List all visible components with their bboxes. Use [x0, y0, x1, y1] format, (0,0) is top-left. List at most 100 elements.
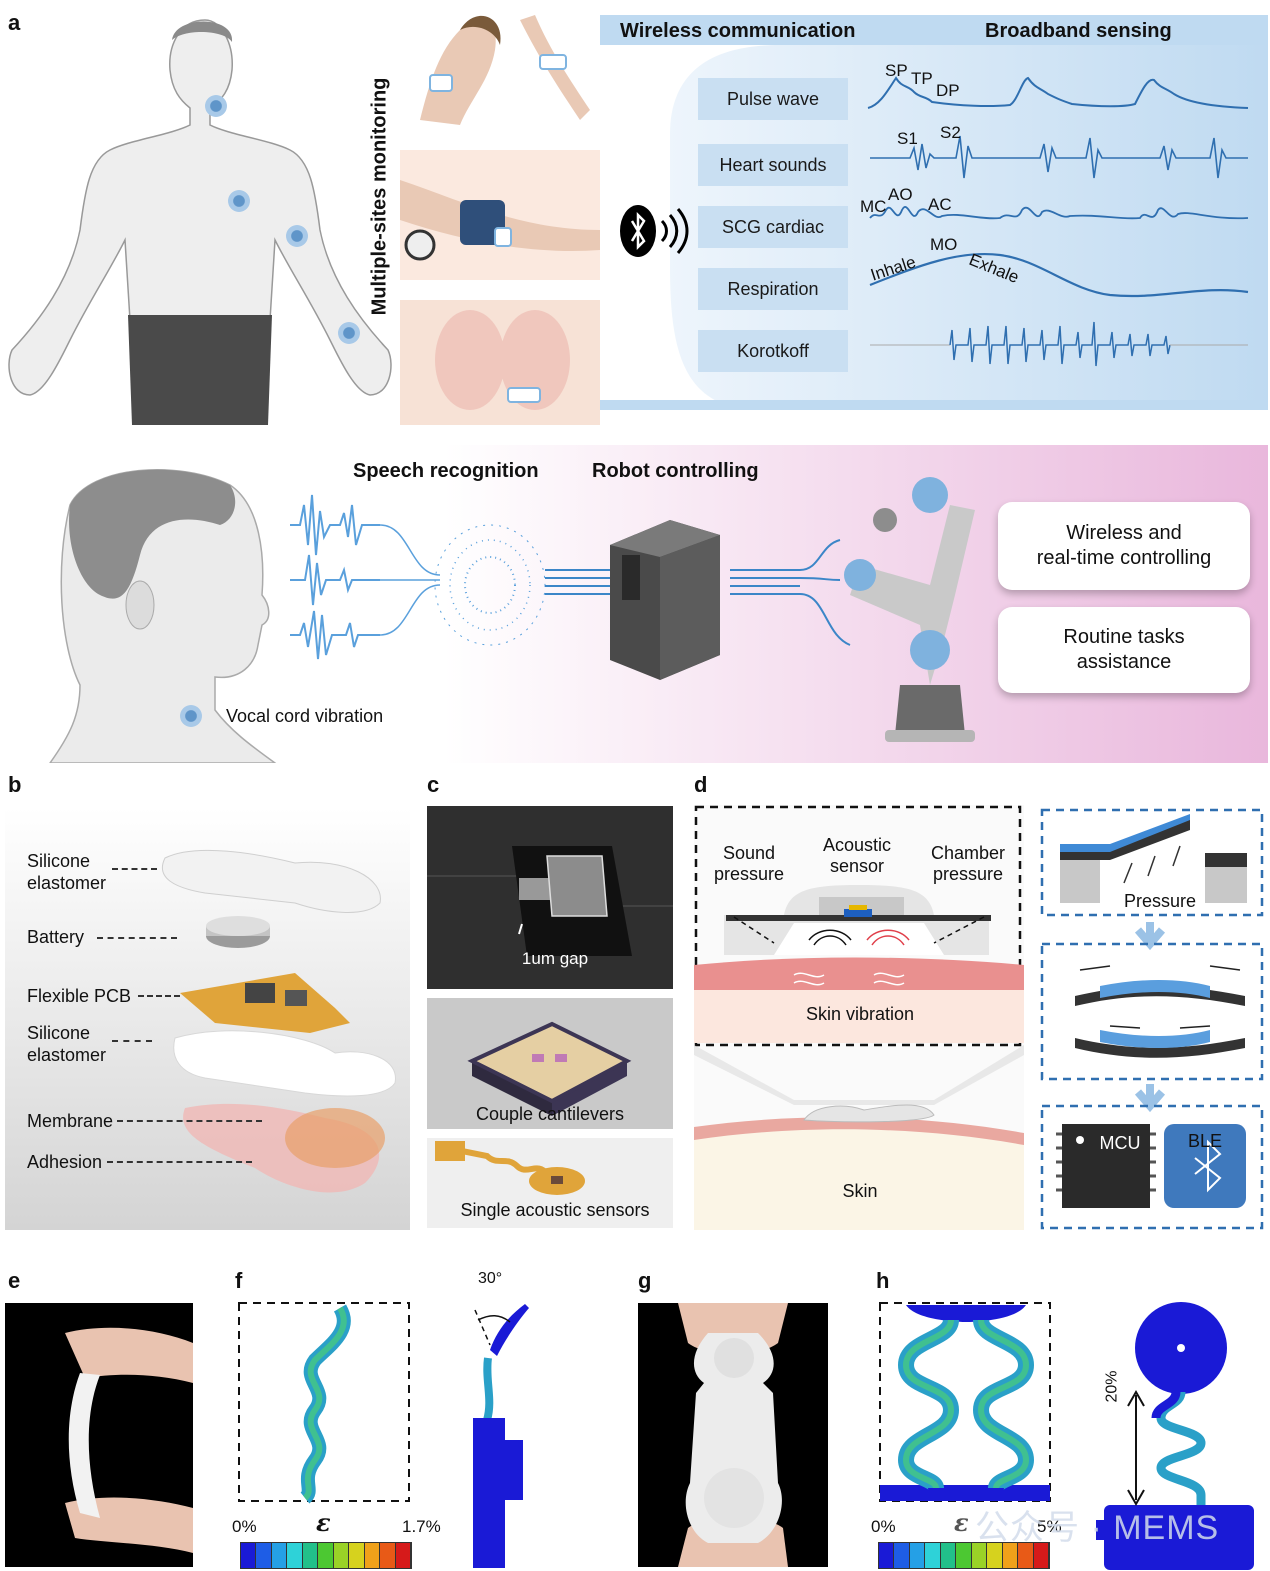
- exploded-view: [5, 808, 410, 1230]
- panel-label-g: g: [638, 1268, 652, 1293]
- f-colorbar-symbol: ε: [316, 1508, 331, 1537]
- photo-stretching-device: [638, 1303, 828, 1567]
- colorbar-segment: [333, 1543, 350, 1568]
- colorbar-segment: [256, 1543, 272, 1568]
- panel-label-b: b: [8, 772, 22, 797]
- colorbar-segment: [1033, 1543, 1049, 1568]
- card-routine-line1: Routine tasks: [1063, 626, 1185, 648]
- d-label-chamber-l1: Chamber: [930, 843, 1006, 863]
- f-colorbar-max: 1.7%: [402, 1517, 441, 1536]
- b-label-battery: Battery: [27, 927, 85, 947]
- b-label-silicone-bottom-l2: elastomer: [27, 1045, 107, 1065]
- h-simulation: [879, 1302, 1254, 1570]
- b-label-silicone-top-l2: elastomer: [27, 873, 107, 893]
- d-label-sound-l1: Sound: [722, 843, 776, 863]
- f-simulation: [238, 1302, 529, 1568]
- header-broadband: Broadband sensing: [985, 20, 1172, 42]
- signal-label-scg: SCG cardiac: [698, 206, 848, 248]
- annot-dp: DP: [936, 81, 960, 100]
- annot-ac: AC: [928, 195, 952, 214]
- b-label-silicone-bottom-l1: Silicone: [27, 1023, 91, 1043]
- signal-label-pulse: Pulse wave: [698, 78, 848, 120]
- d-label-mcu: MCU: [1099, 1133, 1141, 1153]
- header-speech: Speech recognition: [353, 460, 539, 482]
- f-colorbar: [240, 1542, 412, 1569]
- colorbar-segment: [1018, 1543, 1034, 1568]
- colorbar-segment: [395, 1543, 411, 1568]
- d-label-chamber-l2: pressure: [932, 864, 1004, 884]
- f-colorbar-min: 0%: [232, 1517, 257, 1536]
- colorbar-segment: [956, 1543, 972, 1568]
- colorbar-segment: [241, 1543, 257, 1568]
- sensor-site-chest-icon: [228, 190, 250, 212]
- annot-tp: TP: [911, 69, 933, 88]
- c-label-cantilevers: Couple cantilevers: [475, 1104, 625, 1124]
- speech-robot-background: [0, 445, 1268, 763]
- sensor-site-arm-icon: [286, 225, 308, 247]
- photo-bending-device: [5, 1303, 193, 1567]
- sensor-site-wrist-icon: [338, 322, 360, 344]
- multiple-sites-label: Multiple-sites monitoring: [368, 77, 391, 316]
- b-label-silicone-top-l1: Silicone: [27, 851, 91, 871]
- annot-mo: MO: [930, 235, 958, 254]
- d-cross-section: [694, 805, 1024, 1230]
- b-label-adhesion: Adhesion: [27, 1152, 103, 1172]
- d-mechanism: [1040, 808, 1264, 1230]
- human-body-figure: [8, 19, 392, 425]
- d-label-sound-l2: pressure: [713, 864, 785, 884]
- d-label-acoustic-l2: sensor: [829, 856, 885, 876]
- panel-label-f: f: [235, 1268, 243, 1293]
- b-leader-membrane: [117, 1120, 262, 1122]
- annot-s1: S1: [897, 129, 918, 148]
- panel-label-c: c: [427, 772, 440, 797]
- card-routine-line2: assistance: [1076, 651, 1172, 673]
- header-wireless: Wireless communication: [620, 20, 856, 42]
- d-label-pressure: Pressure: [1123, 891, 1197, 911]
- h-colorbar: [878, 1542, 1050, 1569]
- b-leader-silicone-bottom: [112, 1040, 152, 1042]
- b-label-membrane: Membrane: [27, 1111, 114, 1131]
- colorbar-segment: [879, 1543, 895, 1568]
- panel-label-d: d: [694, 772, 708, 797]
- b-leader-pcb: [138, 995, 180, 997]
- colorbar-segment: [987, 1543, 1003, 1568]
- watermark: 公众号 · MEMS: [975, 1509, 1220, 1547]
- header-robot: Robot controlling: [592, 460, 759, 482]
- colorbar-segment: [1002, 1543, 1019, 1568]
- colorbar-segment: [287, 1543, 303, 1568]
- site-illustrations: [400, 0, 600, 425]
- d-label-acoustic-l1: Acoustic: [822, 835, 892, 855]
- signal-label-korotkoff: Korotkoff: [698, 330, 848, 372]
- panel-label-e: e: [8, 1268, 21, 1293]
- h-colorbar-symbol: ε: [954, 1508, 969, 1537]
- d-label-skin: Skin: [842, 1181, 878, 1201]
- colorbar-segment: [380, 1543, 396, 1568]
- colorbar-segment: [909, 1543, 926, 1568]
- c-label-single: Single acoustic sensors: [460, 1200, 650, 1220]
- sensor-images: [427, 806, 673, 1228]
- h-percent-label: 20%: [1103, 1370, 1121, 1403]
- h-percent-wrap: 20%: [1097, 1368, 1127, 1408]
- card-wireless-line1: Wireless and: [1066, 522, 1182, 544]
- annot-sp: SP: [885, 61, 908, 80]
- b-label-pcb: Flexible PCB: [27, 986, 132, 1006]
- signal-label-respiration: Respiration: [698, 268, 848, 310]
- b-leader-adhesion: [107, 1161, 252, 1163]
- b-leader-battery: [97, 937, 177, 939]
- panel-label-h: h: [876, 1268, 890, 1293]
- colorbar-segment: [971, 1543, 988, 1568]
- colorbar-segment: [925, 1543, 941, 1568]
- sensor-site-throat-icon: [180, 705, 202, 727]
- d-label-skin-vibration: Skin vibration: [805, 1004, 915, 1024]
- annot-s2: S2: [940, 123, 961, 142]
- colorbar-segment: [894, 1543, 910, 1568]
- h-colorbar-max: 5%: [1037, 1517, 1062, 1536]
- colorbar-segment: [349, 1543, 365, 1568]
- vocal-cord-label: Vocal cord vibration: [226, 706, 384, 726]
- colorbar-segment: [302, 1543, 319, 1568]
- d-label-ble: BLE: [1187, 1131, 1223, 1151]
- colorbar-segment: [318, 1543, 334, 1568]
